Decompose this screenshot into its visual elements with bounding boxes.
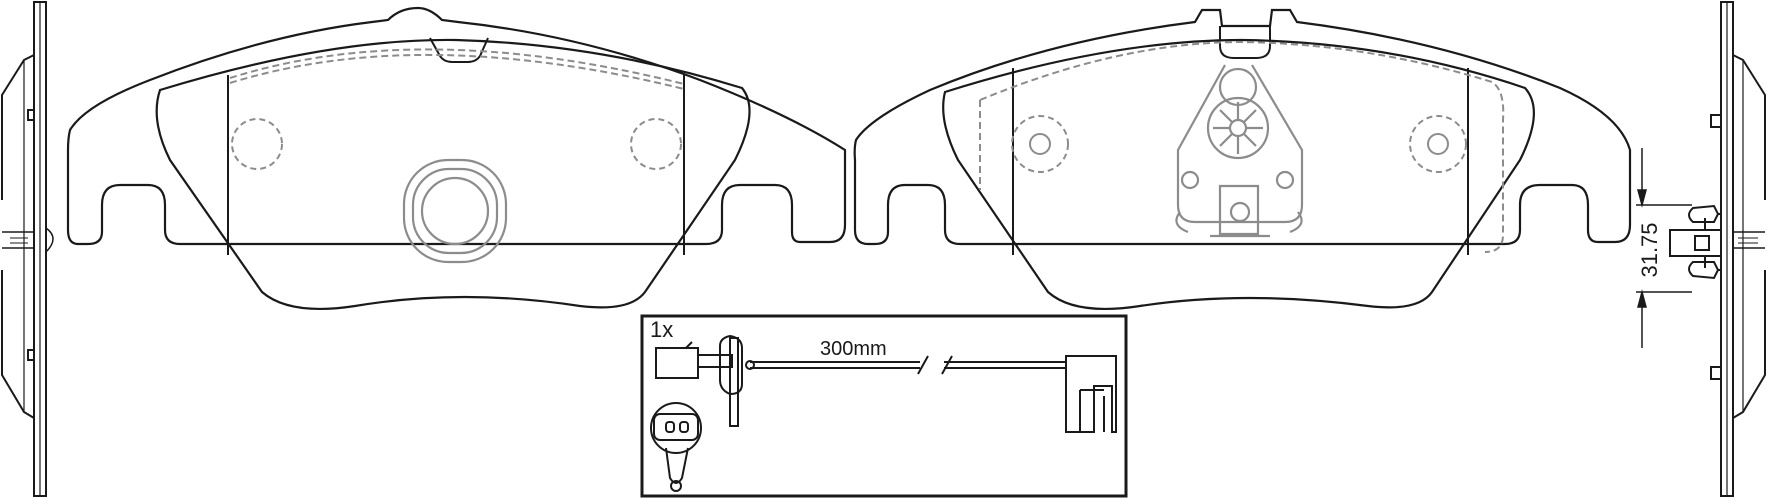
right-pin-circle-b [1409, 115, 1467, 173]
left-side-profile [1, 1, 54, 497]
left-friction-material [155, 38, 751, 311]
thickness-dimension [1636, 148, 1692, 348]
cable-length-label: 300mm [820, 338, 887, 360]
sensor-quantity-label: 1x [650, 317, 673, 342]
left-piston-boss [402, 158, 508, 264]
wear-sensor-box: 1x 300mm [640, 314, 1128, 498]
right-brake-pad [853, 8, 1632, 311]
right-friction-material [942, 38, 1535, 311]
right-side-profile [1669, 1, 1766, 497]
left-brake-pad [66, 6, 847, 311]
left-pin-circle-b [630, 118, 682, 170]
right-pin-circle-a [1011, 115, 1069, 173]
right-backing-plate [853, 8, 1632, 246]
left-backing-plate [66, 6, 847, 246]
right-wear-clip [1175, 64, 1304, 238]
right-sensor-slot [1219, 26, 1271, 59]
thickness-label: 31.75 [1637, 222, 1662, 277]
left-center-notch [429, 37, 489, 63]
left-pin-circle-a [231, 118, 283, 170]
